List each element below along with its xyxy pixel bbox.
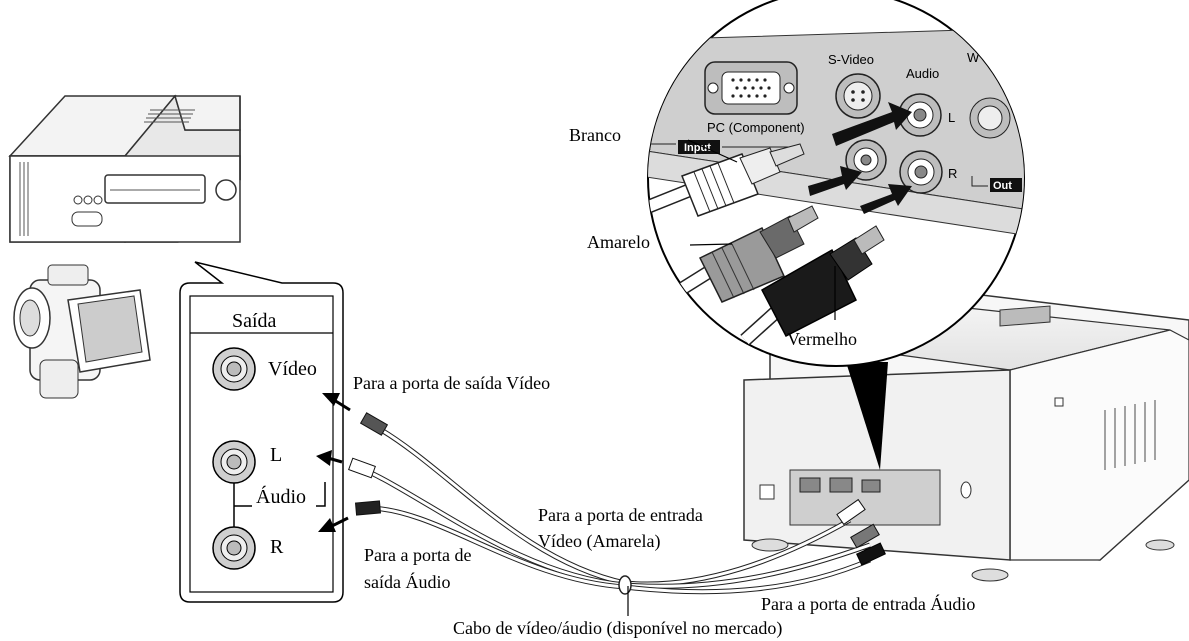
to-audio-input-label: Para a porta de entrada Áudio (761, 593, 975, 614)
white-plug-icon (648, 143, 805, 217)
output-panel-callout: Saída Vídeo L R Áudio (179, 261, 344, 603)
vcr-device-icon (8, 94, 241, 243)
arrow-to-audio-r-output-icon (318, 516, 349, 532)
to-video-input-label-line1: Para a porta de entrada (538, 505, 703, 525)
magnified-port-view: PC (Component) S-Video Audio W L R (647, 0, 1025, 367)
audio-l-label: L (270, 444, 282, 466)
yellow-cable-label: Amarelo (587, 232, 650, 252)
audio-r-label: R (270, 536, 284, 558)
to-video-input-label-line2: Vídeo (Amarela) (538, 531, 660, 552)
audio-r-port-label: R (948, 166, 957, 181)
red-plug-icon (740, 225, 885, 346)
pc-component-port-label: PC (Component) (707, 120, 805, 135)
audio-l-port-label: L (948, 110, 955, 125)
av-cable (348, 412, 886, 595)
w-port-label: W (967, 50, 980, 65)
audio-r-jack-icon (212, 526, 256, 570)
input-badge: Input (684, 142, 711, 154)
audio-port-label: Audio (906, 66, 939, 81)
out-badge: Out (993, 180, 1012, 192)
to-audio-output-label-line2: saída Áudio (364, 571, 450, 592)
output-panel-title: Saída (232, 310, 277, 332)
audio-group-label: Áudio (256, 485, 306, 508)
to-audio-output-label-line1: Para a porta de (364, 545, 471, 565)
yellow-plug-icon (676, 205, 819, 303)
arrow-to-audio-l-output-icon (316, 450, 343, 466)
arrow-to-video-output-icon (322, 393, 351, 412)
audio-l-jack-icon (212, 440, 256, 484)
s-video-port-label: S-Video (828, 52, 874, 67)
cable-label: Cabo de vídeo/áudio (disponível no merca… (453, 618, 782, 639)
video-jack-label: Vídeo (268, 358, 317, 380)
video-jack-icon (212, 347, 256, 391)
red-cable-label: Vermelho (787, 329, 857, 349)
white-cable-label: Branco (569, 125, 621, 145)
leader-lines (627, 139, 836, 616)
zoom-pointer-wedge (846, 362, 888, 470)
to-video-output-label: Para a porta de saída Vídeo (353, 373, 550, 393)
camcorder-device-icon (13, 264, 151, 399)
